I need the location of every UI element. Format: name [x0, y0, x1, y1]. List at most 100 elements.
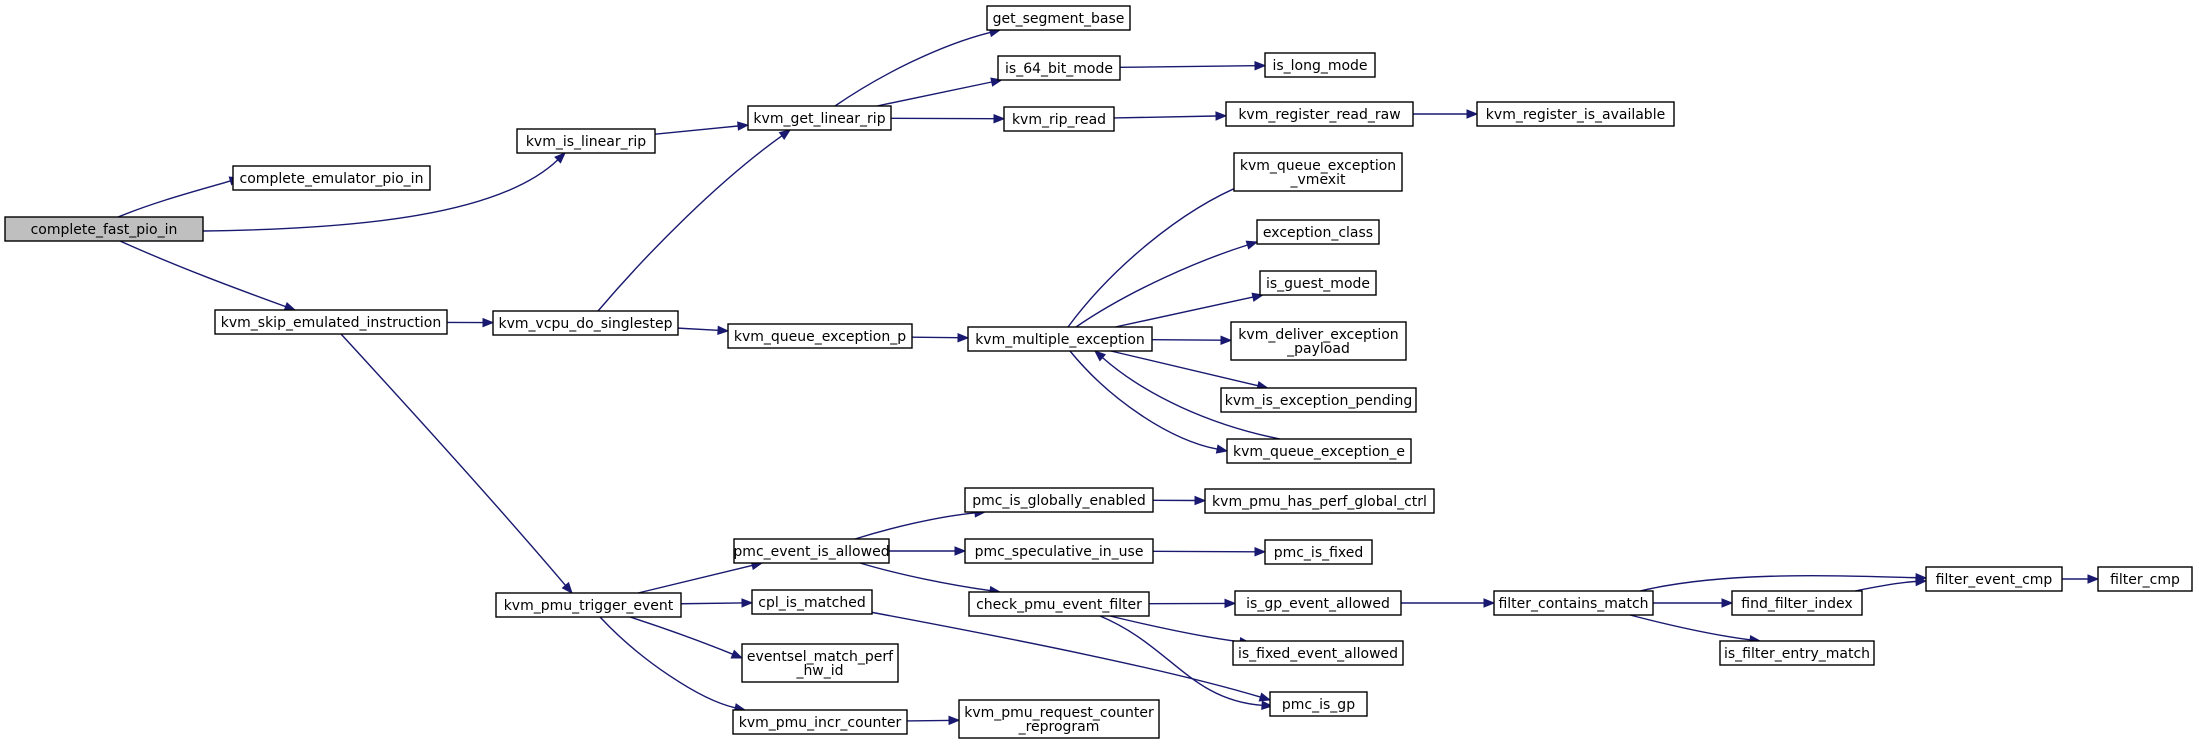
node-kvm-register-is-available[interactable]: kvm_register_is_available: [1476, 101, 1675, 127]
edge-line: [119, 240, 286, 308]
node-cpl-is-matched[interactable]: cpl_is_matched: [751, 589, 873, 615]
edge-line: [859, 562, 991, 592]
node-kvm-pmu-incr-counter[interactable]: kvm_pmu_incr_counter: [732, 709, 908, 735]
node-find-filter-index[interactable]: find_filter_index: [1731, 590, 1863, 616]
edge-line: [597, 135, 783, 312]
node-is-64-bit-mode[interactable]: is_64_bit_mode: [997, 55, 1121, 81]
node-box: [4, 216, 204, 242]
arrowhead-icon: [554, 152, 566, 164]
edge-line: [834, 31, 991, 107]
node-label: filter_contains_match: [1498, 596, 1648, 612]
edge-complete_fast_pio_in-to-kvm_is_linear_rip: [202, 152, 566, 232]
node-label: _reprogram: [1018, 719, 1100, 735]
edge-cpl_is_matched-to-pmc_is_gp: [869, 611, 1272, 702]
edge-kvm_pmu_trigger_event-to-pmc_event_is_allowed: [637, 560, 764, 594]
node-kvm-is-exception-pending[interactable]: kvm_is_exception_pending: [1220, 387, 1417, 413]
edge-line: [637, 564, 753, 594]
edge-filter_contains_match-to-find_filter_index: [1653, 598, 1734, 608]
node-filter-contains-match[interactable]: filter_contains_match: [1493, 590, 1654, 616]
node-kvm-deliver-exception-payload[interactable]: kvm_deliver_exception_payload: [1230, 321, 1407, 361]
node-pmc-speculative-in-use[interactable]: pmc_speculative_in_use: [964, 538, 1154, 564]
edge-line: [1115, 296, 1254, 328]
node-label: kvm_queue_exception_e: [1233, 444, 1405, 460]
node-is-gp-event-allowed[interactable]: is_gp_event_allowed: [1234, 590, 1402, 616]
node-eventsel-match-perf-hw-id[interactable]: eventsel_match_perf_hw_id: [741, 643, 899, 683]
node-label: kvm_register_is_available: [1486, 107, 1665, 123]
node-box: [1264, 52, 1376, 78]
edge-line: [680, 602, 743, 605]
node-box: [1232, 640, 1404, 666]
node-label: exception_class: [1263, 225, 1373, 241]
node-label: kvm_pmu_incr_counter: [739, 715, 902, 731]
node-label: kvm_skip_emulated_instruction: [221, 315, 441, 331]
node-kvm-pmu-request-counter-reprogram[interactable]: kvm_pmu_request_counter_reprogram: [958, 699, 1160, 739]
node-kvm-is-linear-rip[interactable]: kvm_is_linear_rip: [516, 128, 656, 154]
node-kvm-queue-exception-e[interactable]: kvm_queue_exception_e: [1226, 438, 1412, 464]
node-box: [1269, 691, 1368, 717]
node-pmc-event-is-allowed[interactable]: pmc_event_is_allowed: [733, 538, 890, 564]
edge-line: [654, 125, 739, 135]
arrowhead-icon: [1483, 598, 1496, 608]
arrowhead-icon: [1258, 692, 1272, 702]
node-kvm-get-linear-rip[interactable]: kvm_get_linear_rip: [747, 105, 892, 131]
edge-kvm_pmu_trigger_event-to-eventsel_match_perf_hw_id: [629, 616, 744, 659]
node-label: is_guest_mode: [1266, 276, 1370, 292]
node-box: [1493, 590, 1654, 616]
edge-line: [1109, 615, 1241, 643]
node-box: [732, 709, 908, 735]
node-kvm-pmu-has-perf-global-ctrl[interactable]: kvm_pmu_has_perf_global_ctrl: [1204, 488, 1435, 514]
edge-line: [1119, 65, 1256, 68]
node-kvm-pmu-trigger-event[interactable]: kvm_pmu_trigger_event: [495, 592, 682, 618]
node-label: kvm_is_linear_rip: [526, 134, 646, 150]
node-is-long-mode[interactable]: is_long_mode: [1264, 52, 1376, 78]
node-box: [1259, 270, 1377, 296]
node-is-fixed-event-allowed[interactable]: is_fixed_event_allowed: [1232, 640, 1404, 666]
edge-kvm_is_linear_rip-to-kvm_get_linear_rip: [654, 121, 750, 135]
arrowhead-icon: [778, 129, 792, 140]
node-pmc-is-globally-enabled[interactable]: pmc_is_globally_enabled: [964, 487, 1154, 513]
node-box: [964, 487, 1154, 513]
node-pmc-is-fixed[interactable]: pmc_is_fixed: [1264, 539, 1373, 565]
node-label: _hw_id: [795, 663, 843, 679]
node-kvm-queue-exception-vmexit[interactable]: kvm_queue_exception_vmexit: [1233, 152, 1403, 192]
arrowhead-icon: [1466, 109, 1479, 119]
node-filter-event-cmp[interactable]: filter_event_cmp: [1925, 566, 2063, 592]
node-get-segment-base[interactable]: get_segment_base: [986, 5, 1131, 31]
node-is-guest-mode[interactable]: is_guest_mode: [1259, 270, 1377, 296]
node-kvm-vcpu-do-singlestep[interactable]: kvm_vcpu_do_singlestep: [492, 310, 679, 336]
node-complete-fast-pio-in[interactable]: complete_fast_pio_in: [4, 216, 204, 242]
node-label: pmc_is_globally_enabled: [972, 493, 1146, 509]
node-kvm-register-read-raw[interactable]: kvm_register_read_raw: [1225, 101, 1414, 127]
node-exception-class[interactable]: exception_class: [1256, 219, 1380, 245]
edge-is_64_bit_mode-to-is_long_mode: [1119, 61, 1267, 71]
edge-line: [599, 616, 736, 709]
node-is-filter-entry-match[interactable]: is_filter_entry_match: [1719, 640, 1875, 666]
node-kvm-rip-read[interactable]: kvm_rip_read: [1003, 106, 1115, 132]
node-kvm-multiple-exception[interactable]: kvm_multiple_exception: [967, 326, 1153, 352]
edge-line: [340, 333, 567, 586]
edge-kvm_get_linear_rip-to-kvm_rip_read: [890, 113, 1006, 124]
arrowhead-icon: [954, 546, 967, 556]
edge-kvm_pmu_incr_counter-to-kvm_pmu_request_counter_reprogram: [906, 715, 961, 726]
node-check-pmu-event-filter[interactable]: check_pmu_event_filter: [968, 591, 1150, 617]
node-pmc-is-gp[interactable]: pmc_is_gp: [1269, 691, 1368, 717]
node-label: _vmexit: [1290, 172, 1346, 188]
node-box: [997, 55, 1121, 81]
node-box: [1476, 101, 1675, 127]
node-complete-emulator-pio-in[interactable]: complete_emulator_pio_in: [232, 165, 431, 191]
node-label: pmc_is_gp: [1282, 697, 1355, 713]
node-label: pmc_event_is_allowed: [733, 544, 889, 560]
node-kvm-queue-exception-p[interactable]: kvm_queue_exception_p: [727, 323, 913, 349]
arrowhead-icon: [1215, 111, 1228, 121]
edge-kvm_queue_exception_e-to-kvm_multiple_exception: [1093, 350, 1281, 440]
edge-kvm_multiple_exception-to-exception_class: [1075, 240, 1259, 328]
edge-check_pmu_event_filter-to-pmc_is_gp: [1099, 615, 1274, 710]
node-filter-cmp[interactable]: filter_cmp: [2097, 566, 2193, 592]
node-label: kvm_queue_exception: [1240, 158, 1396, 174]
edge-kvm_register_read_raw-to-kvm_register_is_available: [1413, 109, 1479, 119]
node-box: [1234, 590, 1402, 616]
edge-kvm_skip_emulated_instruction-to-kvm_pmu_trigger_event: [340, 333, 573, 595]
edge-line: [677, 327, 719, 331]
node-kvm-skip-emulated-instruction[interactable]: kvm_skip_emulated_instruction: [214, 309, 448, 335]
node-box: [964, 538, 1154, 564]
